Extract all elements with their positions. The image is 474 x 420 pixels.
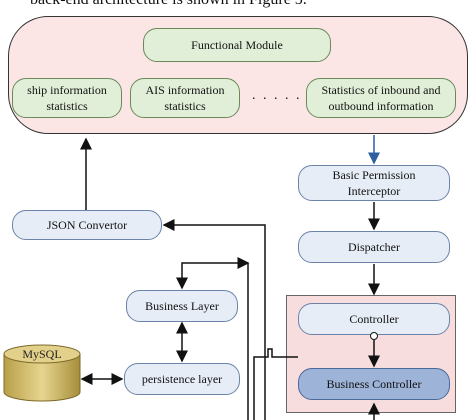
figure-caption: back-end architecture is shown in Figure…	[30, 0, 307, 9]
ais-information-statistics-box: AIS information statistics	[130, 78, 240, 118]
inbound-outbound-statistics-box: Statistics of inbound and outbound infor…	[306, 78, 456, 118]
controller-label: Controller	[349, 312, 399, 326]
json-convertor-label: JSON Convertor	[46, 218, 128, 232]
functional-module-label: Functional Module	[191, 38, 283, 52]
persistence-layer-label: persistence layer	[141, 372, 223, 386]
business-layer-label: Business Layer	[145, 299, 219, 313]
ellipsis-dots: . . . . . .	[252, 88, 313, 103]
mysql-database-icon	[3, 344, 81, 402]
inbound-outbound-statistics-label: Statistics of inbound and outbound infor…	[321, 83, 441, 113]
mysql-label: MySQL	[22, 347, 62, 361]
ais-information-statistics-label: AIS information statistics	[145, 83, 225, 113]
functional-module-box: Functional Module	[143, 28, 331, 62]
dispatcher-box: Dispatcher	[298, 231, 450, 263]
ship-information-statistics-label: ship information statistics	[27, 83, 107, 113]
business-controller-label: Business Controller	[326, 377, 422, 391]
persistence-layer-box: persistence layer	[124, 363, 240, 395]
basic-permission-interceptor-label: Basic Permission Interceptor	[332, 168, 416, 198]
ship-information-statistics-box: ship information statistics	[12, 78, 122, 118]
business-layer-box: Business Layer	[126, 290, 238, 322]
json-convertor-box: JSON Convertor	[12, 210, 162, 240]
dispatcher-label: Dispatcher	[348, 240, 400, 254]
controller-box: Controller	[298, 303, 450, 335]
business-controller-box: Business Controller	[298, 368, 450, 400]
basic-permission-interceptor-box: Basic Permission Interceptor	[298, 165, 450, 201]
